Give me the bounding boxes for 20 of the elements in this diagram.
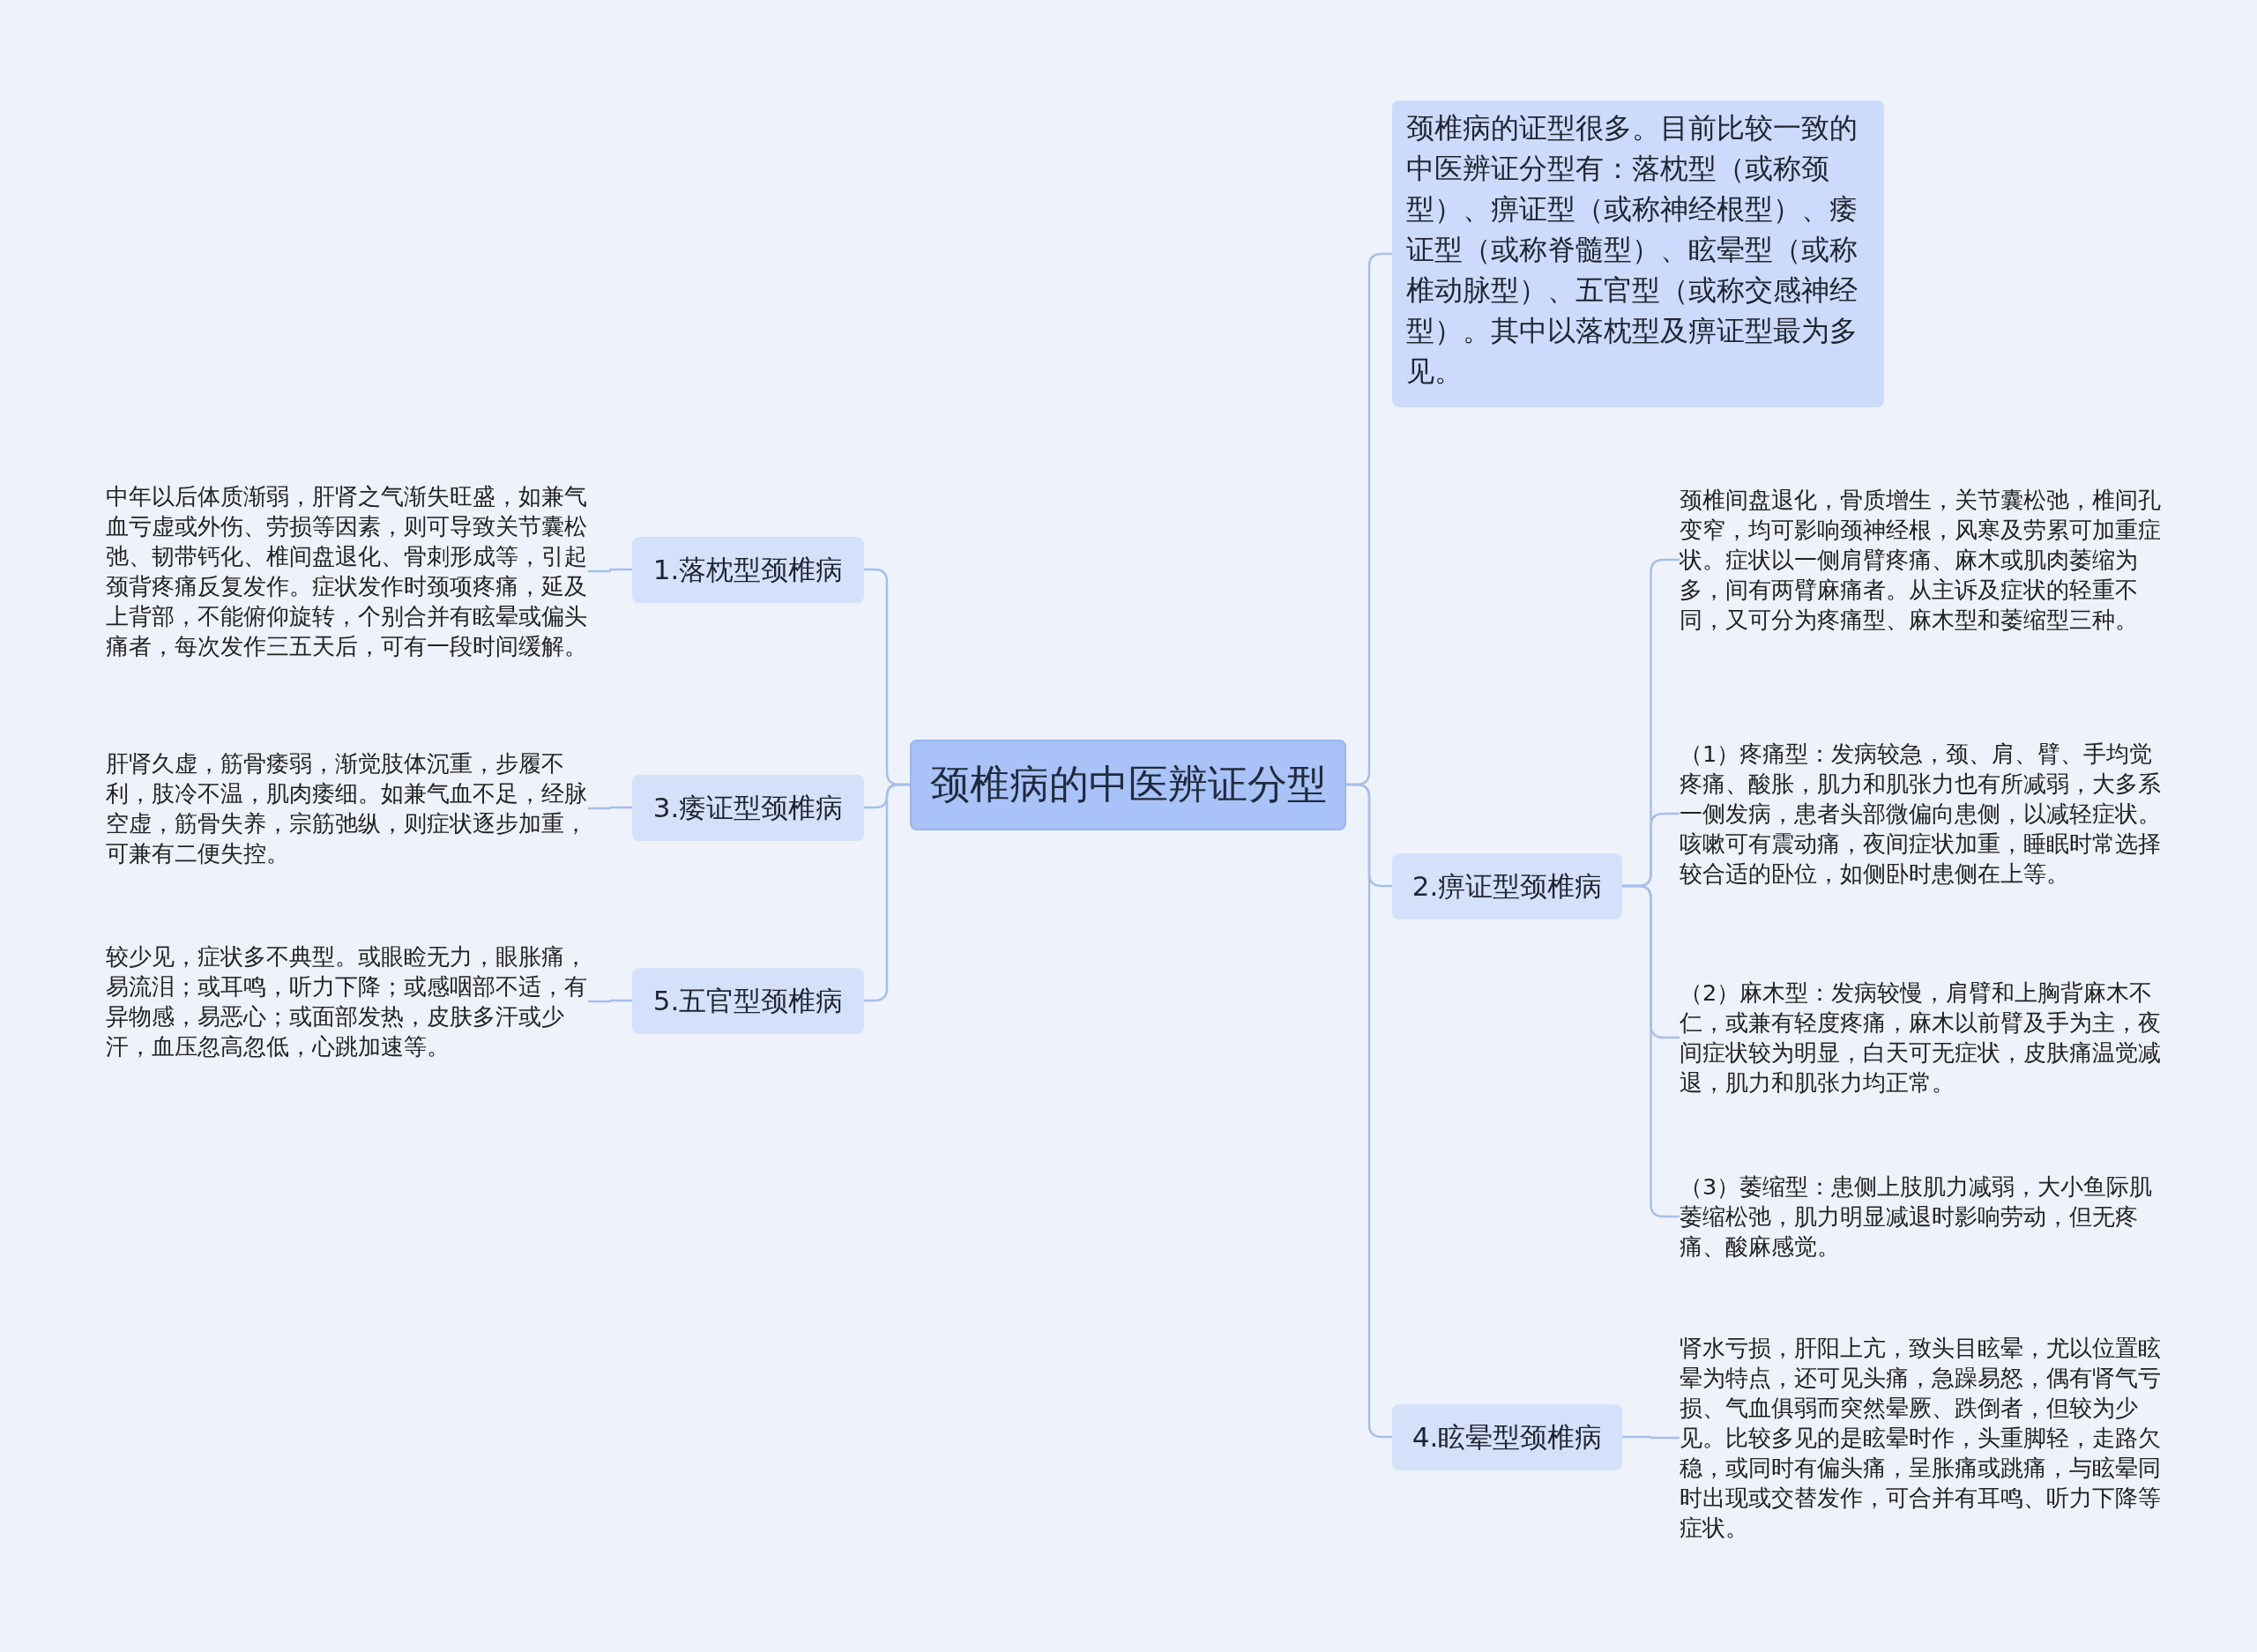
topic-box: 4.眩晕型颈椎病 [1392, 1403, 1622, 1470]
connector-line [1622, 884, 1680, 1218]
note-text: 肝肾久虚，筋骨痿弱，渐觉肢体沉重，步履不利，肢冷不温，肌肉痿细。如兼气血不足，经脉空虚，筋骨失养，宗筋弛纵，则症状逐步加重，可兼有二便失控。 [106, 748, 588, 868]
topic-box: 1.落枕型颈椎病 [632, 536, 864, 603]
topic-box: 5.五官型颈椎病 [632, 967, 864, 1034]
connector-line [588, 806, 632, 810]
topic-box: 2.痹证型颈椎病 [1392, 852, 1622, 919]
note-text: 较少见，症状多不典型。或眼睑无力，眼胀痛，易流泪；或耳鸣，听力下降；或感咽部不适，有异物感，易恶心；或面部发热，皮肤多汗或少汗，血压忽高忽低，心跳加速等。 [106, 941, 588, 1061]
connector-line [588, 568, 632, 573]
note-text: 颈椎间盘退化，骨质增生，关节囊松弛，椎间孔变窄，均可影响颈神经根，风寒及劳累可加重症状。症状以一侧肩臂疼痛、麻木或肌肉萎缩为多，间有两臂麻痛者。从主诉及症状的轻重不同，又可分为疼痛型、麻木型和萎缩型三种。 [1680, 485, 2162, 635]
topic-box: 3.痿证型颈椎病 [632, 774, 864, 841]
connector-line [588, 999, 632, 1003]
note-text: （3）萎缩型：患侧上肢肌力减弱，大小鱼际肌萎缩松弛，肌力明显减退时影响劳动，但无疼痛、酸麻感觉。 [1680, 1172, 2162, 1261]
connector-line [1622, 1435, 1680, 1440]
note-text: 肾水亏损，肝阳上亢，致头目眩晕，尤以位置眩晕为特点，还可见头痛，急躁易怒，偶有肾气亏损、气血俱弱而突然晕厥、跌倒者，但较为少见。比较多见的是眩晕时作，头重脚轻，走路欠稳，或同时有偏头痛，呈胀痛或跳痛，与眩晕同时出现或交替发作，可合并有耳鸣、听力下降等症状。 [1680, 1333, 2162, 1543]
note-text: （2）麻木型：发病较慢，肩臂和上胸背麻木不仁，或兼有轻度疼痛，麻木以前臂及手为主，夜间症状较为明显，白天可无症状，皮肤痛温觉减退，肌力和肌张力均正常。 [1680, 978, 2162, 1098]
topic-box: 颈椎病的证型很多。目前比较一致的中医辨证分型有：落枕型（或称颈型）、痹证型（或称神经根型）、痿证型（或称脊髓型）、眩晕型（或称椎动脉型）、五官型（或称交感神经型）。其中以落枕型及痹证型最为多见。 [1392, 100, 1884, 407]
note-text: 中年以后体质渐弱，肝肾之气渐失旺盛，如兼气血亏虚或外伤、劳损等因素，则可导致关节囊松弛、韧带钙化、椎间盘退化、骨刺形成等，引起颈背疼痛反复发作。症状发作时颈项疼痛，延及上背部，不能俯仰旋转，个别合并有眩晕或偏头痛者，每次发作三五天后，可有一段时间缓解。 [106, 481, 588, 661]
central-topic-box: 颈椎病的中医辨证分型 [910, 739, 1346, 830]
note-text: （1）疼痛型：发病较急，颈、肩、臂、手均觉疼痛、酸胀，肌力和肌张力也有所减弱，大多系一侧发病，患者头部微偏向患侧，以减轻症状。咳嗽可有震动痛，夜间症状加重，睡眠时常选择较合适的卧位，如侧卧时患侧在上等。 [1680, 739, 2162, 889]
